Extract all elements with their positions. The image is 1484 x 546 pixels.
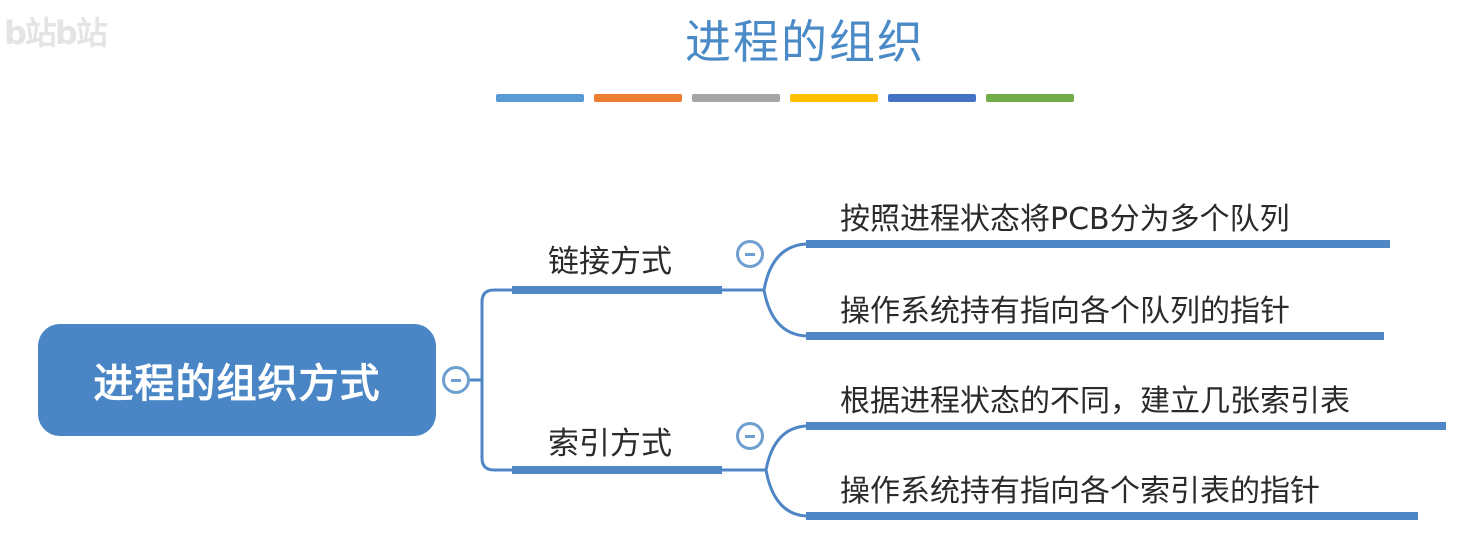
- connector-branch-1-leaf-1: [722, 242, 807, 292]
- page-title: 进程的组织: [685, 15, 925, 69]
- connector-root-branch-2: [480, 380, 512, 472]
- leaf-label-2-1[interactable]: 根据进程状态的不同，建立几张索引表: [840, 384, 1350, 419]
- color-stripe-2: [594, 94, 682, 102]
- watermark-logo: b站b站: [4, 14, 108, 52]
- branch-label-linked[interactable]: 链接方式: [548, 244, 672, 280]
- connector-branch-2-leaf-1: [722, 424, 807, 472]
- root-collapse-button[interactable]: [442, 366, 470, 394]
- connector-root-branch-1: [470, 288, 512, 382]
- color-stripe-3: [692, 94, 780, 102]
- leaf-label-2-2[interactable]: 操作系统持有指向各个索引表的指针: [840, 474, 1320, 509]
- color-stripe-5: [888, 94, 976, 102]
- connector-branch-1-leaf-2: [762, 289, 807, 338]
- root-node[interactable]: 进程的组织方式: [38, 324, 436, 436]
- leaf-label-1-1[interactable]: 按照进程状态将PCB分为多个队列: [840, 202, 1290, 237]
- color-stripe-1: [496, 94, 584, 102]
- branch-1-collapse-button[interactable]: [736, 240, 764, 268]
- branch-2-collapse-button[interactable]: [736, 422, 764, 450]
- connector-branch-2-leaf-2: [764, 469, 807, 518]
- leaf-label-1-2[interactable]: 操作系统持有指向各个队列的指针: [840, 294, 1290, 329]
- color-stripe-4: [790, 94, 878, 102]
- branch-label-indexed[interactable]: 索引方式: [548, 426, 672, 462]
- color-stripe-6: [986, 94, 1074, 102]
